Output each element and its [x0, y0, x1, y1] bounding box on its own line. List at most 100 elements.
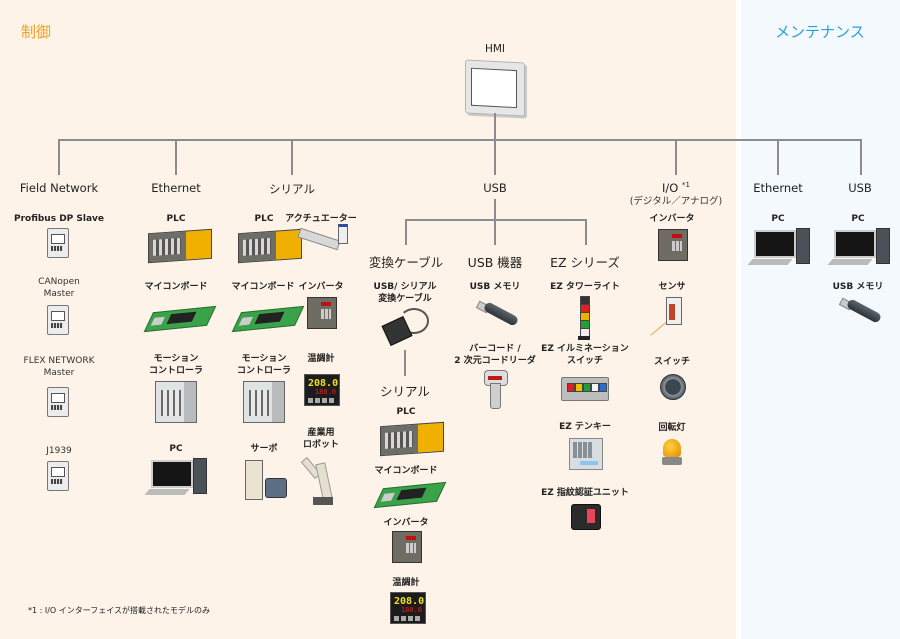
switch-icon	[660, 374, 686, 400]
motion-controller-icon	[155, 381, 197, 423]
connector-line	[405, 219, 587, 221]
motion-controller-icon	[243, 381, 285, 423]
device-label: 温調計	[392, 578, 420, 588]
plc-icon	[238, 228, 302, 264]
category-ethernet: Ethernet	[151, 181, 201, 195]
device-label: サーボ	[250, 444, 278, 454]
numeric-keypad-icon	[569, 438, 603, 470]
device-label: 回転灯	[658, 423, 686, 433]
device-label: インバータ	[298, 282, 344, 292]
device-label: PC	[169, 444, 183, 454]
subcategory-serial-via-cable: シリアル	[380, 384, 430, 399]
device-label: スイッチ	[653, 357, 691, 367]
category-io-sublabel: (デジタル／アナログ)	[629, 196, 723, 207]
temp-pv: 208.0	[394, 596, 425, 607]
device-label: マイコンボード	[374, 466, 438, 476]
device-label: USB メモリ	[469, 282, 521, 292]
category-serial: シリアル	[269, 182, 315, 196]
device-label: マイコンボード	[144, 282, 208, 292]
device-label: CANopen Master	[38, 277, 80, 299]
device-label: モーション コントローラ	[148, 354, 204, 376]
fingerprint-unit-icon	[571, 504, 601, 530]
device-label: マイコンボード	[231, 282, 295, 292]
device-label: PLC	[166, 214, 186, 224]
fieldbus-module-icon	[47, 461, 69, 491]
plc-icon	[148, 228, 212, 264]
category-field-network: Field Network	[19, 181, 99, 195]
device-label: インバータ	[649, 214, 695, 224]
connector-line	[494, 199, 496, 219]
subcategory-ez-series: EZ シリーズ	[550, 255, 620, 270]
inverter-icon	[658, 229, 688, 261]
maintenance-section-title: メンテナンス	[775, 23, 865, 41]
category-maintenance-usb: USB	[848, 181, 872, 195]
connector-line	[404, 350, 406, 376]
pc-icon	[827, 228, 892, 268]
control-section-title: 制御	[21, 23, 52, 41]
device-label: 温調計	[307, 354, 335, 364]
usb-memory-icon	[838, 297, 883, 324]
category-maintenance-ethernet: Ethernet	[753, 181, 803, 195]
footnote-mark: *1	[682, 181, 690, 190]
device-label: USB メモリ	[832, 282, 884, 292]
plc-icon	[380, 421, 444, 457]
servo-icon	[245, 460, 289, 500]
device-label: PLC	[396, 407, 416, 417]
inverter-icon	[392, 531, 422, 563]
connector-line	[175, 139, 177, 175]
inverter-icon	[307, 297, 337, 329]
connector-line	[494, 113, 496, 175]
hmi-touch-panel-icon	[465, 59, 525, 117]
footnote: *1 : I/O インターフェイスが搭載されたモデルのみ	[28, 606, 211, 615]
category-usb: USB	[483, 181, 507, 195]
industrial-robot-icon	[300, 455, 339, 507]
device-label: EZ タワーライト	[550, 282, 620, 292]
device-label: Profibus DP Slave	[13, 214, 105, 224]
usb-memory-icon	[475, 300, 520, 327]
subcategory-usb-devices: USB 機器	[467, 255, 523, 270]
actuator-icon	[297, 224, 348, 251]
connector-line	[585, 219, 587, 245]
pc-icon	[747, 228, 812, 268]
category-io-label: I/O	[662, 181, 679, 195]
device-label: 産業用 ロボット	[302, 428, 340, 450]
device-label: アクチュエーター	[285, 214, 357, 224]
connector-line	[494, 219, 496, 245]
illumination-switch-icon	[561, 377, 609, 401]
connector-line	[291, 139, 293, 175]
usb-serial-cable-icon	[381, 308, 429, 347]
device-label: EZ イルミネーション スイッチ	[541, 344, 629, 366]
device-label: EZ テンキー	[559, 422, 611, 432]
device-label: モーション コントローラ	[236, 354, 292, 376]
device-label: センサ	[658, 282, 686, 292]
connector-line	[58, 139, 60, 175]
connector-line	[777, 139, 779, 175]
tower-light-icon	[578, 296, 590, 340]
fieldbus-module-icon	[47, 387, 69, 417]
rotating-lamp-icon	[662, 437, 682, 467]
device-label: J1939	[46, 446, 72, 456]
device-label: PC	[771, 214, 785, 224]
device-label: バーコード / 2 次元コードリーダ	[454, 344, 536, 366]
fieldbus-module-icon	[47, 305, 69, 335]
device-label: PLC	[254, 214, 274, 224]
connector-line	[860, 139, 862, 175]
pc-icon	[144, 458, 209, 498]
device-label: USB/ シリアル 変換ケーブル	[373, 282, 437, 304]
barcode-reader-icon	[484, 370, 508, 410]
fieldbus-module-icon	[47, 228, 69, 258]
connector-line	[405, 219, 407, 245]
category-io: I/O *1	[662, 181, 690, 195]
connector-line	[58, 139, 861, 141]
device-label: PC	[851, 214, 865, 224]
control-section	[0, 0, 736, 639]
device-label: FLEX NETWORK Master	[23, 356, 95, 378]
connector-line	[675, 139, 677, 175]
hmi-label: HMI	[484, 43, 506, 55]
temp-sv: 180.0	[400, 606, 422, 614]
temp-pv: 208.0	[308, 378, 339, 389]
device-label: EZ 指紋認証ユニット	[541, 488, 629, 498]
device-label: インバータ	[383, 518, 429, 528]
